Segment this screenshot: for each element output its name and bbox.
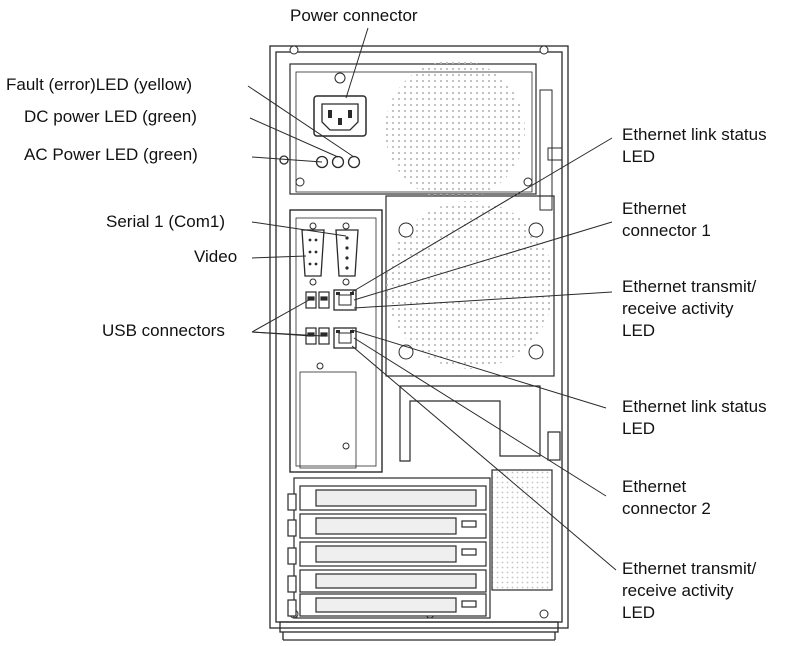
label-line: LED bbox=[622, 603, 656, 622]
ethernet-connector-2 bbox=[333, 327, 357, 349]
power-supply bbox=[289, 60, 563, 211]
label-line: receive activity bbox=[622, 581, 734, 600]
label-fault-led: Fault (error)LED (yellow) bbox=[6, 75, 193, 94]
label-line: Ethernet bbox=[622, 477, 687, 496]
label-video: Video bbox=[194, 247, 238, 266]
serial-1-port bbox=[335, 222, 359, 286]
expansion-slots bbox=[287, 477, 491, 619]
label-ethernet-link-status-2: Ethernet link status LED bbox=[622, 396, 798, 440]
label-ethernet-connector-1: Ethernet connector 1 bbox=[622, 198, 798, 242]
label-dc-power-led: DC power LED (green) bbox=[24, 107, 197, 126]
system-fan bbox=[385, 195, 555, 377]
label-serial-1: Serial 1 (Com1) bbox=[106, 212, 226, 231]
video-port bbox=[301, 222, 325, 286]
label-ethernet-activity-2: Ethernet transmit/ receive activity LED bbox=[622, 558, 798, 624]
label-line: LED bbox=[622, 321, 656, 340]
label-line: LED bbox=[622, 419, 656, 438]
label-ethernet-link-status-1: Ethernet link status LED bbox=[622, 124, 798, 168]
label-line: Ethernet link status bbox=[622, 397, 767, 416]
label-power-connector: Power connector bbox=[290, 6, 418, 25]
ethernet-connector-1 bbox=[333, 289, 357, 311]
label-line: Ethernet link status bbox=[622, 125, 767, 144]
chassis bbox=[269, 45, 569, 641]
fault-led bbox=[347, 155, 361, 169]
psu-fan-vent bbox=[385, 60, 525, 200]
label-ethernet-connector-2: Ethernet connector 2 bbox=[622, 476, 798, 520]
label-usb-connectors: USB connectors bbox=[102, 321, 225, 340]
label-line: Ethernet bbox=[622, 199, 687, 218]
label-line: connector 2 bbox=[622, 499, 711, 518]
system-fan-vent bbox=[386, 201, 554, 369]
dc-power-led bbox=[331, 155, 345, 169]
label-line: LED bbox=[622, 147, 656, 166]
label-ac-power-led: AC Power LED (green) bbox=[24, 145, 198, 164]
label-line: Ethernet transmit/ bbox=[622, 559, 757, 578]
io-panel bbox=[289, 209, 383, 473]
label-line: Ethernet transmit/ bbox=[622, 277, 757, 296]
label-line: receive activity bbox=[622, 299, 734, 318]
label-line: connector 1 bbox=[622, 221, 711, 240]
power-connector bbox=[313, 95, 367, 137]
callout-leaders bbox=[247, 27, 617, 571]
label-ethernet-activity-1: Ethernet transmit/ receive activity LED bbox=[622, 276, 798, 342]
